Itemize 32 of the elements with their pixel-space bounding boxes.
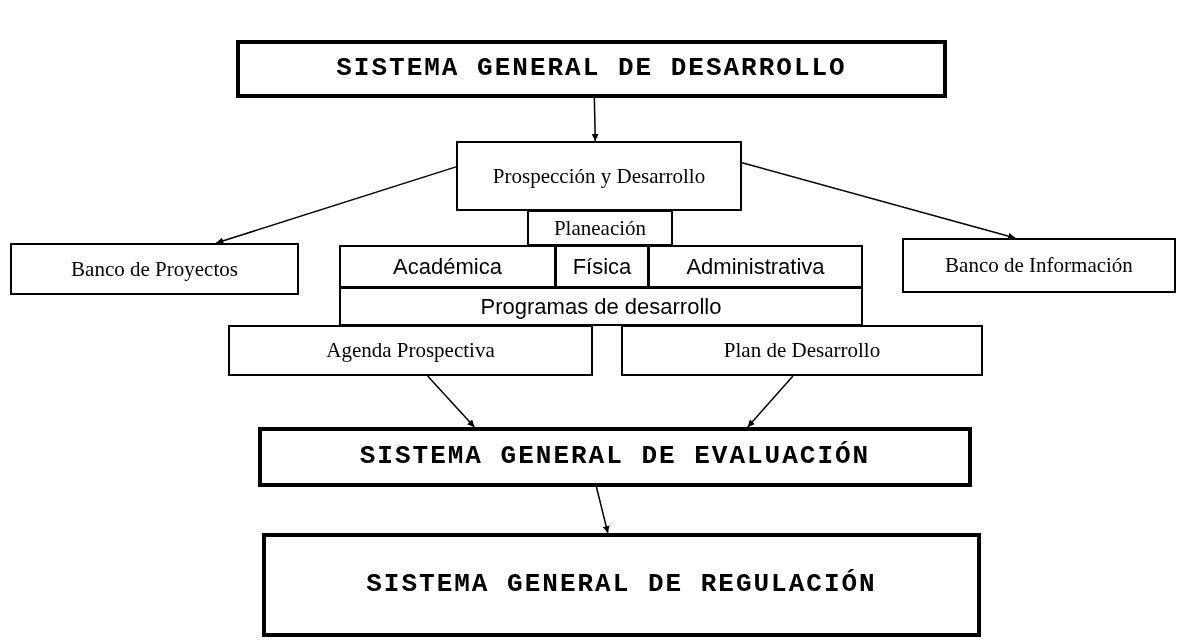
- node-label: Prospección y Desarrollo: [492, 164, 706, 187]
- process-box: [228, 325, 593, 376]
- node-label: Física: [572, 254, 632, 279]
- arrow: [426, 375, 476, 428]
- process-box: [10, 243, 299, 295]
- process-box: [339, 245, 556, 288]
- arrow: [215, 166, 457, 245]
- node-label: Académica: [393, 254, 502, 279]
- process-box: [527, 210, 673, 246]
- node-label: Banco de Proyectos: [71, 257, 238, 280]
- title-box: [236, 40, 947, 98]
- arrow: [747, 375, 794, 428]
- process-box: [555, 245, 649, 288]
- arrow: [591, 97, 599, 142]
- title-box: [262, 533, 981, 637]
- node-label: Banco de Información: [945, 254, 1133, 277]
- title-text: SISTEMA GENERAL DE DESARROLLO: [336, 55, 847, 83]
- node-label: Administrativa: [686, 254, 825, 279]
- title-text: SISTEMA GENERAL DE EVALUACIÓN: [359, 443, 871, 471]
- arrow: [741, 161, 1016, 240]
- node-label: Planeación: [553, 216, 647, 239]
- node-label: Plan de Desarrollo: [723, 339, 881, 362]
- process-box: [648, 245, 863, 288]
- process-box: [621, 325, 983, 376]
- title-box: [258, 427, 972, 487]
- arrow: [595, 486, 610, 534]
- node-label: Agenda Prospectiva: [326, 339, 495, 362]
- title-text: SISTEMA GENERAL DE REGULACIÓN: [366, 571, 877, 599]
- process-box: [902, 238, 1176, 293]
- node-label: Programas de desarrollo: [480, 294, 722, 319]
- process-box: [456, 141, 742, 211]
- process-box: [339, 287, 863, 326]
